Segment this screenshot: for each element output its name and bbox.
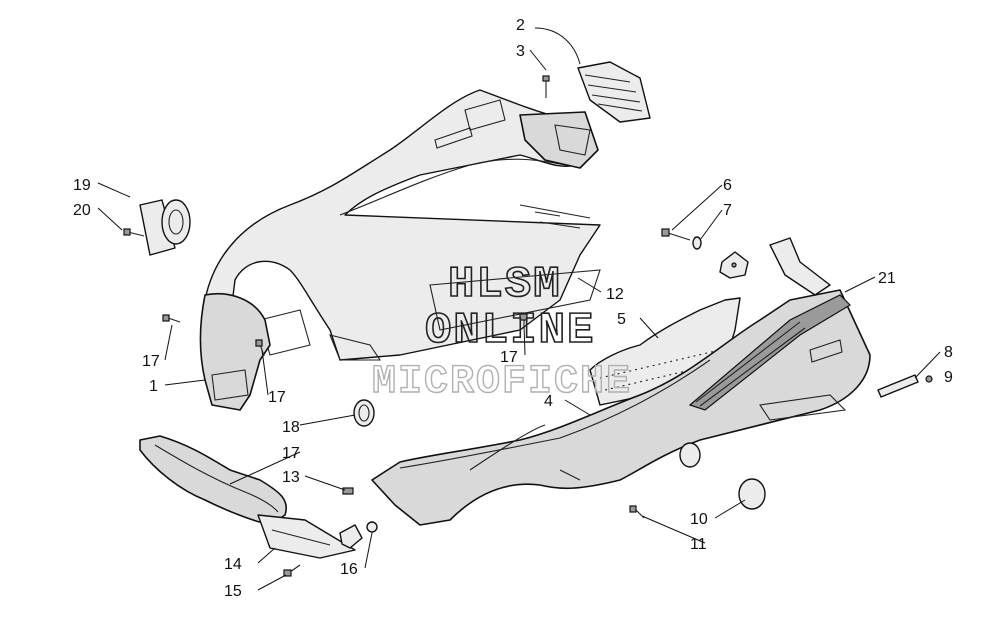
callout-12: 12 xyxy=(606,286,624,303)
hood-console-part xyxy=(204,89,601,361)
callout-17-bumper: 17 xyxy=(282,445,300,462)
screw-part-15 xyxy=(283,564,301,577)
reflector-part-8 xyxy=(877,374,919,398)
trim-stripe-part xyxy=(688,237,851,411)
left-side-panel-part xyxy=(199,293,271,411)
screw-part-17-left xyxy=(162,314,181,323)
watermark-line-1: HLSM xyxy=(448,260,562,310)
callout-20: 20 xyxy=(73,202,91,219)
right-vent-bracket-part xyxy=(519,111,599,169)
callout-17-left: 17 xyxy=(142,353,160,370)
screw-part-11 xyxy=(629,505,645,519)
steering-boot-part xyxy=(139,199,191,256)
vent-grille-part xyxy=(577,61,651,123)
callout-8: 8 xyxy=(944,344,953,361)
callout-13: 13 xyxy=(282,469,300,486)
callout-3: 3 xyxy=(516,43,525,60)
side-console-part xyxy=(371,289,871,526)
callout-18: 18 xyxy=(282,419,300,436)
callout-5: 5 xyxy=(617,311,626,328)
washer-part-7 xyxy=(692,236,702,250)
callout-9: 9 xyxy=(944,369,953,386)
callout-15: 15 xyxy=(224,583,242,600)
grommet-ring-part xyxy=(353,399,375,427)
callout-21: 21 xyxy=(878,270,896,287)
callout-labels: 2 3 19 20 17 1 17 18 17 12 5 4 6 7 21 8 … xyxy=(73,17,953,600)
watermark-line-2: ONLINE xyxy=(425,306,595,356)
callout-11: 11 xyxy=(690,536,707,553)
callout-19: 19 xyxy=(73,177,91,194)
callout-14: 14 xyxy=(224,556,242,573)
callout-7: 7 xyxy=(723,202,732,219)
callout-6: 6 xyxy=(723,177,732,194)
watermark-line-3: MICROFICHE xyxy=(372,360,632,405)
callout-2: 2 xyxy=(516,17,525,34)
plug-part-10-a xyxy=(679,442,701,468)
callout-4: 4 xyxy=(544,393,553,410)
clip-part-13 xyxy=(342,487,354,495)
bolt-part-6 xyxy=(661,228,691,241)
leader-lines xyxy=(97,27,941,591)
screw-part-9 xyxy=(925,375,933,383)
retainer-nut-part xyxy=(719,251,749,279)
screw-part-3 xyxy=(542,75,550,98)
callout-16: 16 xyxy=(340,561,358,578)
callout-10: 10 xyxy=(690,511,708,528)
callout-17-panel: 17 xyxy=(268,389,286,406)
watermark: HLSM ONLINE MICROFICHE xyxy=(371,259,632,406)
nut-part-16 xyxy=(339,521,378,549)
plug-part-10-b xyxy=(738,478,766,510)
screw-part-20 xyxy=(123,228,145,237)
callout-17-center: 17 xyxy=(500,349,518,366)
bumper-part xyxy=(139,435,356,559)
callout-1: 1 xyxy=(149,378,158,395)
